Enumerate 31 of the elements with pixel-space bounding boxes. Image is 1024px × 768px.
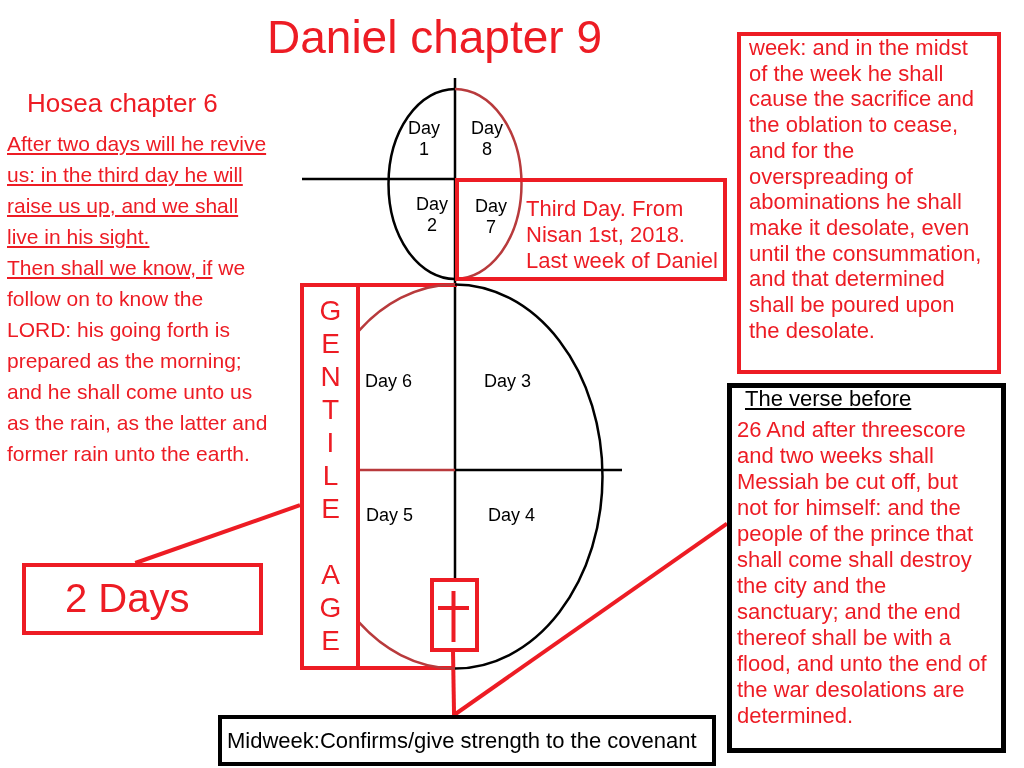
day-label: Day 7	[474, 196, 508, 238]
day-label: Day 3	[484, 371, 532, 392]
caption-box	[218, 715, 716, 766]
verse-text: After two days will he revive us: in the third day he will raise us up, and we shall live in his sight.	[7, 131, 268, 250]
day-label: Day 8	[470, 118, 504, 160]
note-text: Third Day. From Nisan 1st, 2018. Last week of Daniel	[526, 196, 719, 274]
oval-shape	[302, 78, 523, 283]
day-label: Day 1	[407, 118, 441, 160]
connector-line	[452, 521, 729, 717]
callout-text: 2 Days	[65, 575, 190, 621]
connector-line	[451, 651, 457, 716]
day-label: Day 6	[365, 371, 413, 392]
quote-text: 26 And after threescore and two weeks shall Messiah be cut off, but not for himself: and the people of the prince that shall come shall destroy the city and the sanctuary; and the end thereof shall be with a flood, and unto the end of the war desolations are determined.	[737, 417, 988, 729]
section-heading: Hosea chapter 6	[27, 87, 218, 119]
caption-text: Midweek:Confirms/give strength to the covenant	[227, 727, 697, 754]
quote-box	[737, 32, 1001, 374]
connector-line	[134, 503, 301, 565]
day-label: Day 2	[415, 194, 449, 236]
quote-heading: The verse before	[745, 386, 912, 412]
title: Daniel chapter 9	[267, 10, 602, 64]
vertical-label: GENTILE AGE	[316, 295, 344, 658]
icon-frame	[430, 578, 479, 652]
day-label: Day 4	[488, 505, 536, 526]
oval-shape	[360, 283, 624, 670]
label-column	[300, 283, 360, 670]
day-label: Day 5	[366, 505, 414, 526]
verse-text: Then shall we know, if we follow on to know the LORD: his going forth is prepared as the morning; and he shall come unto us as the rain, as the latter and former rain unto the earth.	[7, 255, 269, 467]
note-box	[455, 178, 727, 281]
callout-box	[22, 563, 263, 635]
quote-box	[727, 383, 1006, 753]
quote-text: week: and in the midst of the week he shall cause the sacrifice and the oblation to cease, and for the overspreading of abominations he shall make it desolate, even until the consummation, and that determined shall be poured upon the desolate.	[749, 35, 983, 344]
